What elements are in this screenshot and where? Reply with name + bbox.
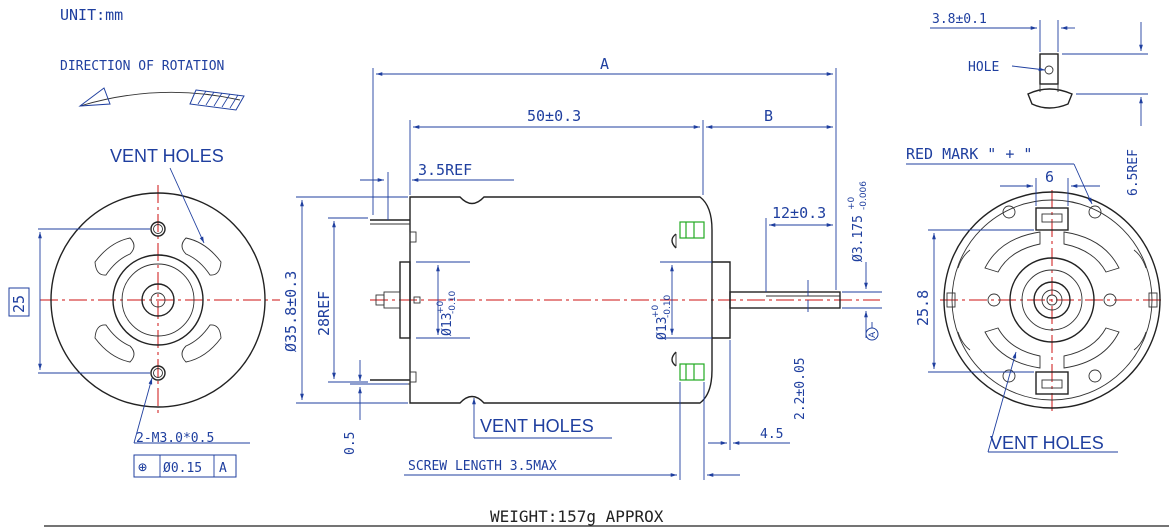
dim-0-5: 0.5: [343, 432, 358, 455]
tolerance-value: Ø0.15: [163, 461, 202, 476]
dim-3-5-ref: 3.5REF: [418, 161, 472, 179]
dim-12-label: 12±0.3: [772, 204, 826, 222]
tab-6-5-label: 6.5REF: [1126, 149, 1141, 196]
shaft-tol-lower: -0.006: [859, 181, 869, 210]
dim-35-8-label: Ø35.8±0.3: [282, 271, 300, 352]
red-mark-label: RED MARK " + ": [906, 145, 1032, 163]
unit-label: UNIT:mm: [60, 6, 123, 24]
vent-holes-label-side: VENT HOLES: [480, 416, 594, 436]
tol-13-right-lower: -0.10: [663, 294, 673, 318]
vent-holes-label-back: VENT HOLES: [990, 433, 1104, 453]
back-dim-25-8: 25.8: [914, 290, 932, 326]
shaft-tol-upper: +0: [847, 196, 857, 210]
back-view: [940, 190, 1165, 412]
position-tolerance-frame: ⊕ Ø0.15 A: [133, 454, 237, 478]
dim-shaft-dia: Ø3.175: [851, 215, 866, 262]
tolerance-datum: A: [219, 461, 227, 476]
tab-3-8-label: 3.8±0.1: [932, 12, 987, 27]
weight-label: WEIGHT:157g APPROX: [490, 507, 664, 526]
tol-13-right-upper: +0: [651, 304, 661, 318]
dim-b-label: B: [764, 107, 773, 125]
dim-4-5: 4.5: [760, 427, 783, 442]
position-tolerance-icon: ⊕: [138, 458, 147, 476]
rotation-arrow-icon: [78, 87, 245, 111]
dim-a-label: A: [600, 55, 609, 73]
mounting-screw-icon: [679, 221, 705, 381]
hole-label: HOLE: [968, 60, 999, 75]
tol-13-left-lower: -0.10: [448, 290, 458, 314]
dim-50-label: 50±0.3: [527, 107, 581, 125]
side-view: [370, 196, 880, 404]
dim-28-ref: 28REF: [315, 291, 333, 336]
dim-13-left: Ø13: [440, 313, 455, 336]
front-view: [40, 185, 280, 415]
vent-holes-label-front: VENT HOLES: [110, 146, 224, 166]
back-dim-6: 6: [1045, 168, 1054, 186]
datum-a-label: A: [868, 331, 878, 338]
screw-length-label: SCREW LENGTH 3.5MAX: [408, 459, 557, 474]
front-dim-25: 25: [10, 295, 28, 313]
terminal-detail: [1027, 53, 1073, 109]
dim-13-right: Ø13: [655, 317, 670, 340]
rotation-label: DIRECTION OF ROTATION: [60, 59, 224, 74]
tol-13-left-upper: +0: [436, 300, 446, 314]
dim-2-2: 2.2±0.05: [793, 357, 808, 420]
mount-screw-label: 2-M3.0*0.5: [136, 431, 214, 446]
